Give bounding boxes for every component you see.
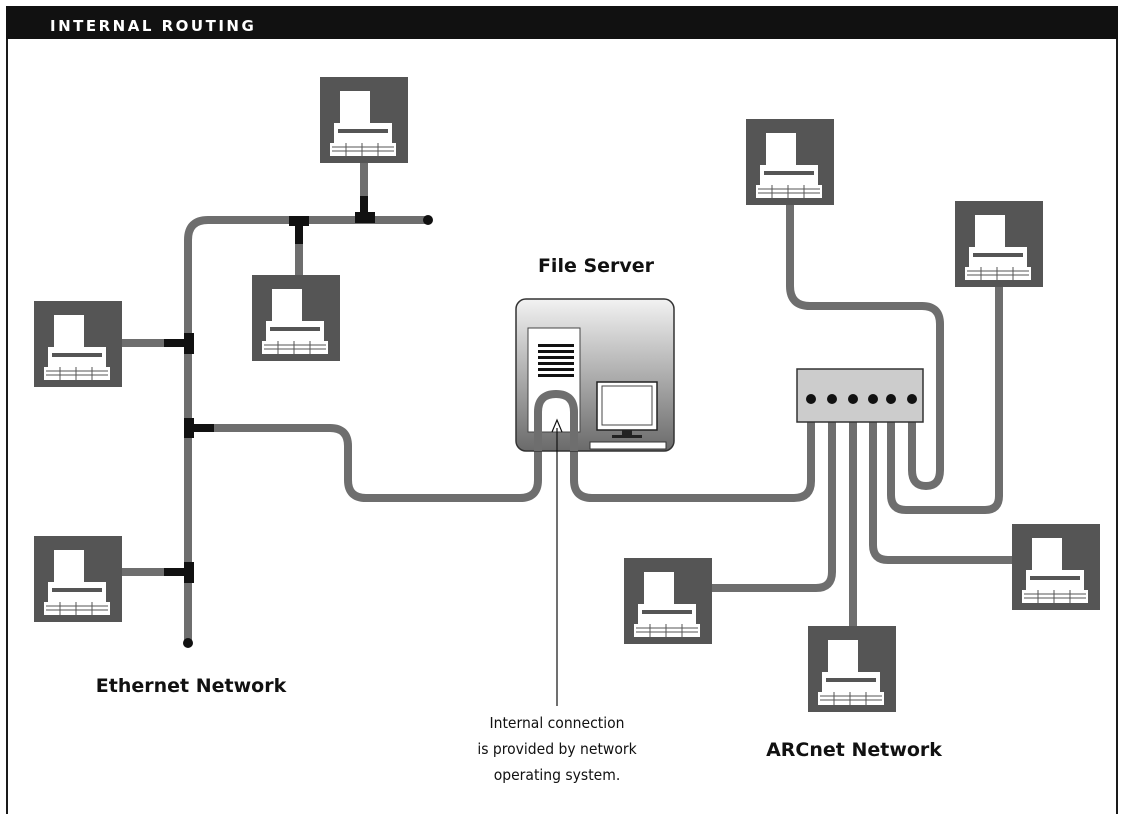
computer-terminal-icon <box>319 76 409 164</box>
t-connector-icon <box>164 339 188 347</box>
computer-terminal-icon <box>33 300 123 388</box>
arcnet-link-left <box>708 396 836 592</box>
t-connector-icon <box>360 196 368 216</box>
arcnet-link-top <box>786 201 944 490</box>
arcnet-network-label: ARCnet Network <box>766 739 942 761</box>
annotation-text: Internal connection is provided by netwo… <box>477 714 637 784</box>
ethernet-backbone <box>184 216 432 647</box>
annotation-line: is provided by network <box>477 740 637 758</box>
annotation-line: Internal connection <box>490 714 625 732</box>
file-server-label: File Server <box>538 255 655 277</box>
diagram-frame <box>6 6 1118 814</box>
arcnet-link-right <box>869 396 1016 564</box>
computer-terminal-icon <box>807 625 897 713</box>
annotation-line: operating system. <box>494 766 621 784</box>
page-title: INTERNAL ROUTING <box>50 17 257 35</box>
computer-terminal-icon <box>1011 523 1101 611</box>
arcnet-link-upper-right <box>887 281 1003 514</box>
drive-slots-icon <box>538 344 574 377</box>
t-connector-icon <box>289 216 309 226</box>
annotation-arrow <box>551 418 563 706</box>
monitor-icon <box>589 381 667 450</box>
ethernet-to-server <box>184 390 815 502</box>
computer-terminal-icon <box>954 200 1044 288</box>
computer-terminal-icon <box>623 557 713 645</box>
t-connector-icon <box>188 424 214 432</box>
internal-connection-loop <box>534 389 578 451</box>
terminator-icon <box>423 215 433 225</box>
terminator-icon <box>183 638 193 648</box>
computer-terminal-icon <box>745 118 835 206</box>
t-connector-icon <box>295 222 303 244</box>
arcnet-hub-icon <box>796 368 924 423</box>
t-connector-icon <box>164 568 188 576</box>
ethernet-connectors <box>164 196 433 648</box>
ethernet-network-label: Ethernet Network <box>96 675 287 697</box>
title-bar: INTERNAL ROUTING <box>6 6 1118 39</box>
t-connector-icon <box>355 212 375 223</box>
computer-terminal-icon <box>33 535 123 623</box>
computer-terminal-icon <box>251 274 341 362</box>
t-connector-icon <box>184 562 194 583</box>
t-connector-icon <box>184 333 194 354</box>
ethernet-workstations <box>33 76 409 623</box>
